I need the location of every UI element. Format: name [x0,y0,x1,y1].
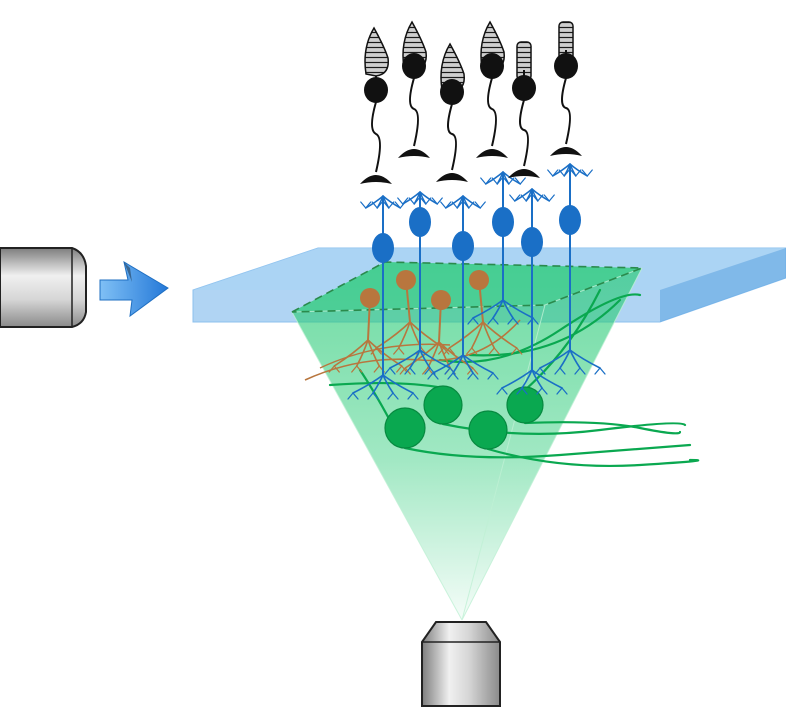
photoreceptor-axon [448,104,456,170]
dendrite-twig [372,202,382,208]
dendrite-twig [521,195,531,201]
photoreceptor-pedicle [550,147,582,156]
photoreceptor-soma [402,53,426,79]
photoreceptor-soma [480,53,504,79]
photoreceptor-soma [512,75,536,101]
amacrine-cell-body [469,270,489,290]
amacrine-cell-body [360,288,380,308]
bipolar-cell-body [372,233,394,263]
photoreceptor-pedicle [476,149,508,158]
dendrite-twig [475,202,485,208]
photoreceptor-pedicle [508,169,540,178]
photoreceptor-cell [398,22,430,158]
dendrite-twig [510,195,520,201]
photoreceptor-pedicle [436,173,468,182]
photoreceptor-outer-segment [365,28,388,76]
illumination-arrow-icon [100,262,168,316]
bipolar-cell-body [492,207,514,237]
photoreceptor-soma [554,53,578,79]
photoreceptor-axon [520,100,528,166]
dendrite-twig [492,178,502,184]
dendrite-twig [409,198,419,204]
dendrite-twig [441,202,451,208]
dendrite-twig [548,170,558,176]
dendrite-twig [515,178,525,184]
dendrite-twig [398,198,408,204]
bipolar-cell-body [452,231,474,261]
dendrite-twig [595,368,605,374]
bipolar-cell-body [559,205,581,235]
photoreceptor-layer [360,22,582,184]
ganglion-cell-body [385,408,425,448]
ganglion-cell-body [424,386,462,424]
dendrite-twig [582,170,592,176]
photoreceptor-cell [360,28,392,184]
amacrine-cell-body [396,270,416,290]
dendrite-twig [559,170,569,176]
ganglion-cell-body [469,411,507,449]
photoreceptor-cell [476,22,508,158]
photoreceptor-cell [436,44,468,182]
dendrite-twig [432,198,442,204]
photoreceptor-soma [440,79,464,105]
photoreceptor-cell [508,42,540,178]
photoreceptor-soma [364,77,388,103]
photoreceptor-cell [550,22,582,156]
bipolar-cell-body [521,227,543,257]
photoreceptor-axon [488,78,496,146]
illumination-objective-icon [0,248,86,327]
bipolar-cell-body [409,207,431,237]
photoreceptor-axon [562,78,570,144]
detection-cone [292,262,642,620]
photoreceptor-axon [372,102,380,172]
amacrine-cell-body [431,290,451,310]
photoreceptor-pedicle [398,149,430,158]
dendrite-twig [361,202,371,208]
photoreceptor-axon [410,78,418,146]
dendrite-twig [481,178,491,184]
dendrite-twig [452,202,462,208]
photoreceptor-pedicle [360,175,392,184]
detection-objective-icon [422,622,500,706]
dendrite-twig [544,195,554,201]
